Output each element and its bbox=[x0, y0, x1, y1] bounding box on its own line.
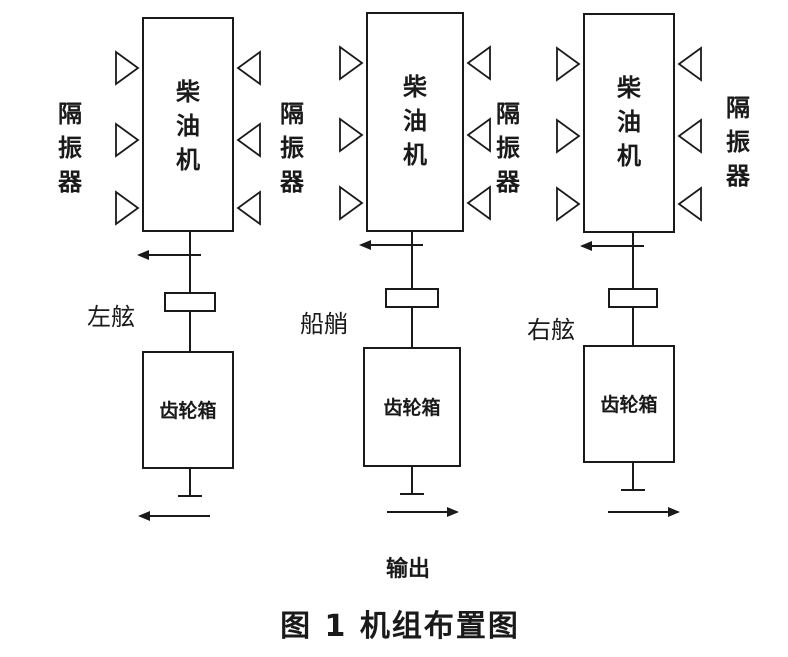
unit-right-gearbox-box bbox=[583, 345, 675, 463]
unit-left-isolator-left-2 bbox=[115, 190, 140, 226]
unit-right-isolator-right-1 bbox=[677, 118, 702, 154]
figure-caption: 图 1 机组布置图 bbox=[280, 609, 520, 644]
unit-center-isolator-left-0 bbox=[339, 45, 364, 81]
unit-left-isolator-left-1 bbox=[115, 122, 140, 158]
unit-center-isolator-label-left: 隔振器 bbox=[279, 100, 305, 196]
unit-left-isolator-right-1 bbox=[236, 122, 261, 158]
unit-left-isolator-left-0 bbox=[115, 50, 140, 86]
unit-center-isolator-right-1 bbox=[466, 117, 491, 153]
unit-right-isolator-right-2 bbox=[677, 186, 702, 222]
unit-right-isolator-left-1 bbox=[556, 118, 581, 154]
unit-left-top-arrow-head bbox=[137, 250, 149, 260]
unit-left-side-label: 左舷 bbox=[87, 303, 135, 331]
unit-left-isolator-right-2 bbox=[236, 190, 261, 226]
unit-center-isolator-left-1 bbox=[339, 117, 364, 153]
unit-left-gearbox-label: 齿轮箱 bbox=[159, 399, 216, 422]
unit-left-gearbox-box bbox=[142, 351, 234, 469]
unit-right-isolator-label-right: 隔振器 bbox=[725, 94, 751, 190]
unit-right-top-arrow-head bbox=[580, 241, 592, 251]
unit-center-bottom-arrow-head bbox=[447, 507, 459, 517]
unit-left-bottom-arrow-head bbox=[138, 511, 150, 521]
unit-left-engine-label: 柴油机 bbox=[175, 78, 201, 174]
unit-center-coupling bbox=[385, 288, 439, 308]
unit-center-gearbox-label: 齿轮箱 bbox=[383, 396, 440, 419]
unit-right-isolator-right-0 bbox=[677, 46, 702, 82]
unit-center-top-arrow-head bbox=[359, 240, 371, 250]
unit-right-engine-box bbox=[583, 13, 675, 233]
unit-right-isolator-left-0 bbox=[556, 46, 581, 82]
unit-center-engine-box bbox=[366, 12, 464, 232]
unit-left-engine-box bbox=[142, 17, 234, 232]
unit-right-engine-label: 柴油机 bbox=[616, 74, 642, 170]
unit-center-side-label: 船艄 bbox=[300, 310, 348, 338]
unit-center-isolator-left-2 bbox=[339, 185, 364, 221]
unit-right-gearbox-label: 齿轮箱 bbox=[600, 393, 657, 416]
unit-center-isolator-right-2 bbox=[466, 185, 491, 221]
unit-center-isolator-right-0 bbox=[466, 45, 491, 81]
unit-left-coupling bbox=[164, 292, 216, 312]
unit-left-isolator-label-left: 隔振器 bbox=[57, 100, 83, 196]
unit-center-engine-label: 柴油机 bbox=[402, 73, 428, 169]
unit-right-bottom-arrow-head bbox=[668, 507, 680, 517]
unit-right-coupling bbox=[608, 288, 658, 308]
output-label: 输出 bbox=[386, 556, 430, 582]
unit-right-isolator-left-2 bbox=[556, 186, 581, 222]
unit-right-isolator-label-left: 隔振器 bbox=[495, 100, 521, 196]
unit-left-isolator-right-0 bbox=[236, 50, 261, 86]
unit-right-side-label: 右舷 bbox=[527, 316, 575, 344]
